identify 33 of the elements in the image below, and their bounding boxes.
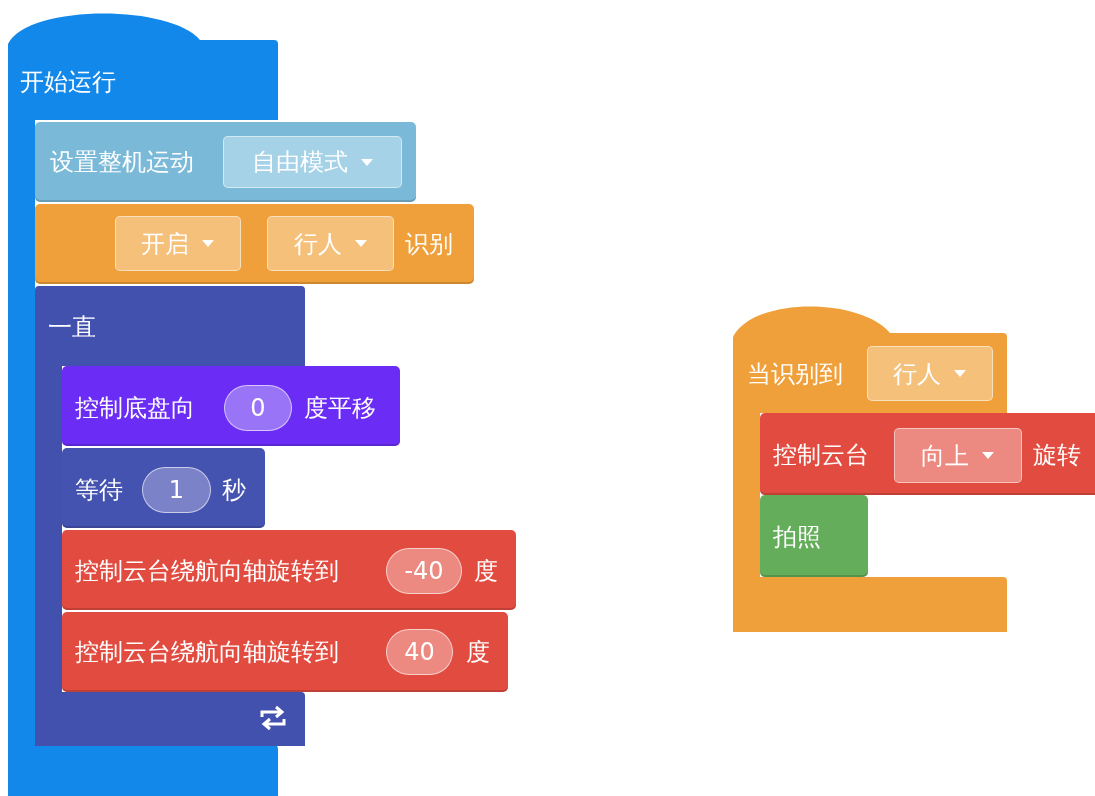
number-input: -40 [386, 548, 462, 594]
block-label: 秒 [222, 478, 246, 502]
code-block [62, 612, 508, 692]
code-block [760, 413, 1095, 495]
block-label: 设置整机运动 [50, 150, 194, 174]
block-label: 开始运行 [20, 70, 116, 94]
block-label: 等待 [75, 478, 123, 502]
number-input: 40 [386, 629, 453, 675]
block-label: 拍照 [773, 525, 821, 549]
number-input: 1 [142, 467, 211, 513]
code-block [35, 204, 474, 284]
block-label: 度 [474, 559, 498, 583]
dropdown-menu: 行人 [267, 216, 394, 271]
code-block [35, 122, 416, 202]
code-block [760, 495, 868, 577]
dropdown-menu: 自由模式 [223, 136, 402, 188]
block-label: 控制云台绕航向轴旋转到 [75, 559, 339, 583]
code-block [62, 448, 265, 528]
block-label: 识别 [405, 232, 453, 256]
block-label: 度 [466, 640, 490, 664]
block-label: 控制云台 [773, 443, 869, 467]
code-block [62, 366, 400, 446]
block-label: 度平移 [304, 396, 376, 420]
block-label: 旋转 [1033, 443, 1081, 467]
dropdown-menu: 开启 [115, 216, 241, 271]
dropdown-menu: 行人 [867, 346, 993, 401]
code-block [62, 530, 516, 610]
block-label: 控制底盘向 [75, 396, 195, 420]
number-input: 0 [224, 385, 292, 431]
block-label: 控制云台绕航向轴旋转到 [75, 640, 339, 664]
block-label: 当识别到 [747, 362, 843, 386]
block-label: 一直 [48, 315, 96, 339]
dropdown-menu: 向上 [894, 428, 1022, 483]
